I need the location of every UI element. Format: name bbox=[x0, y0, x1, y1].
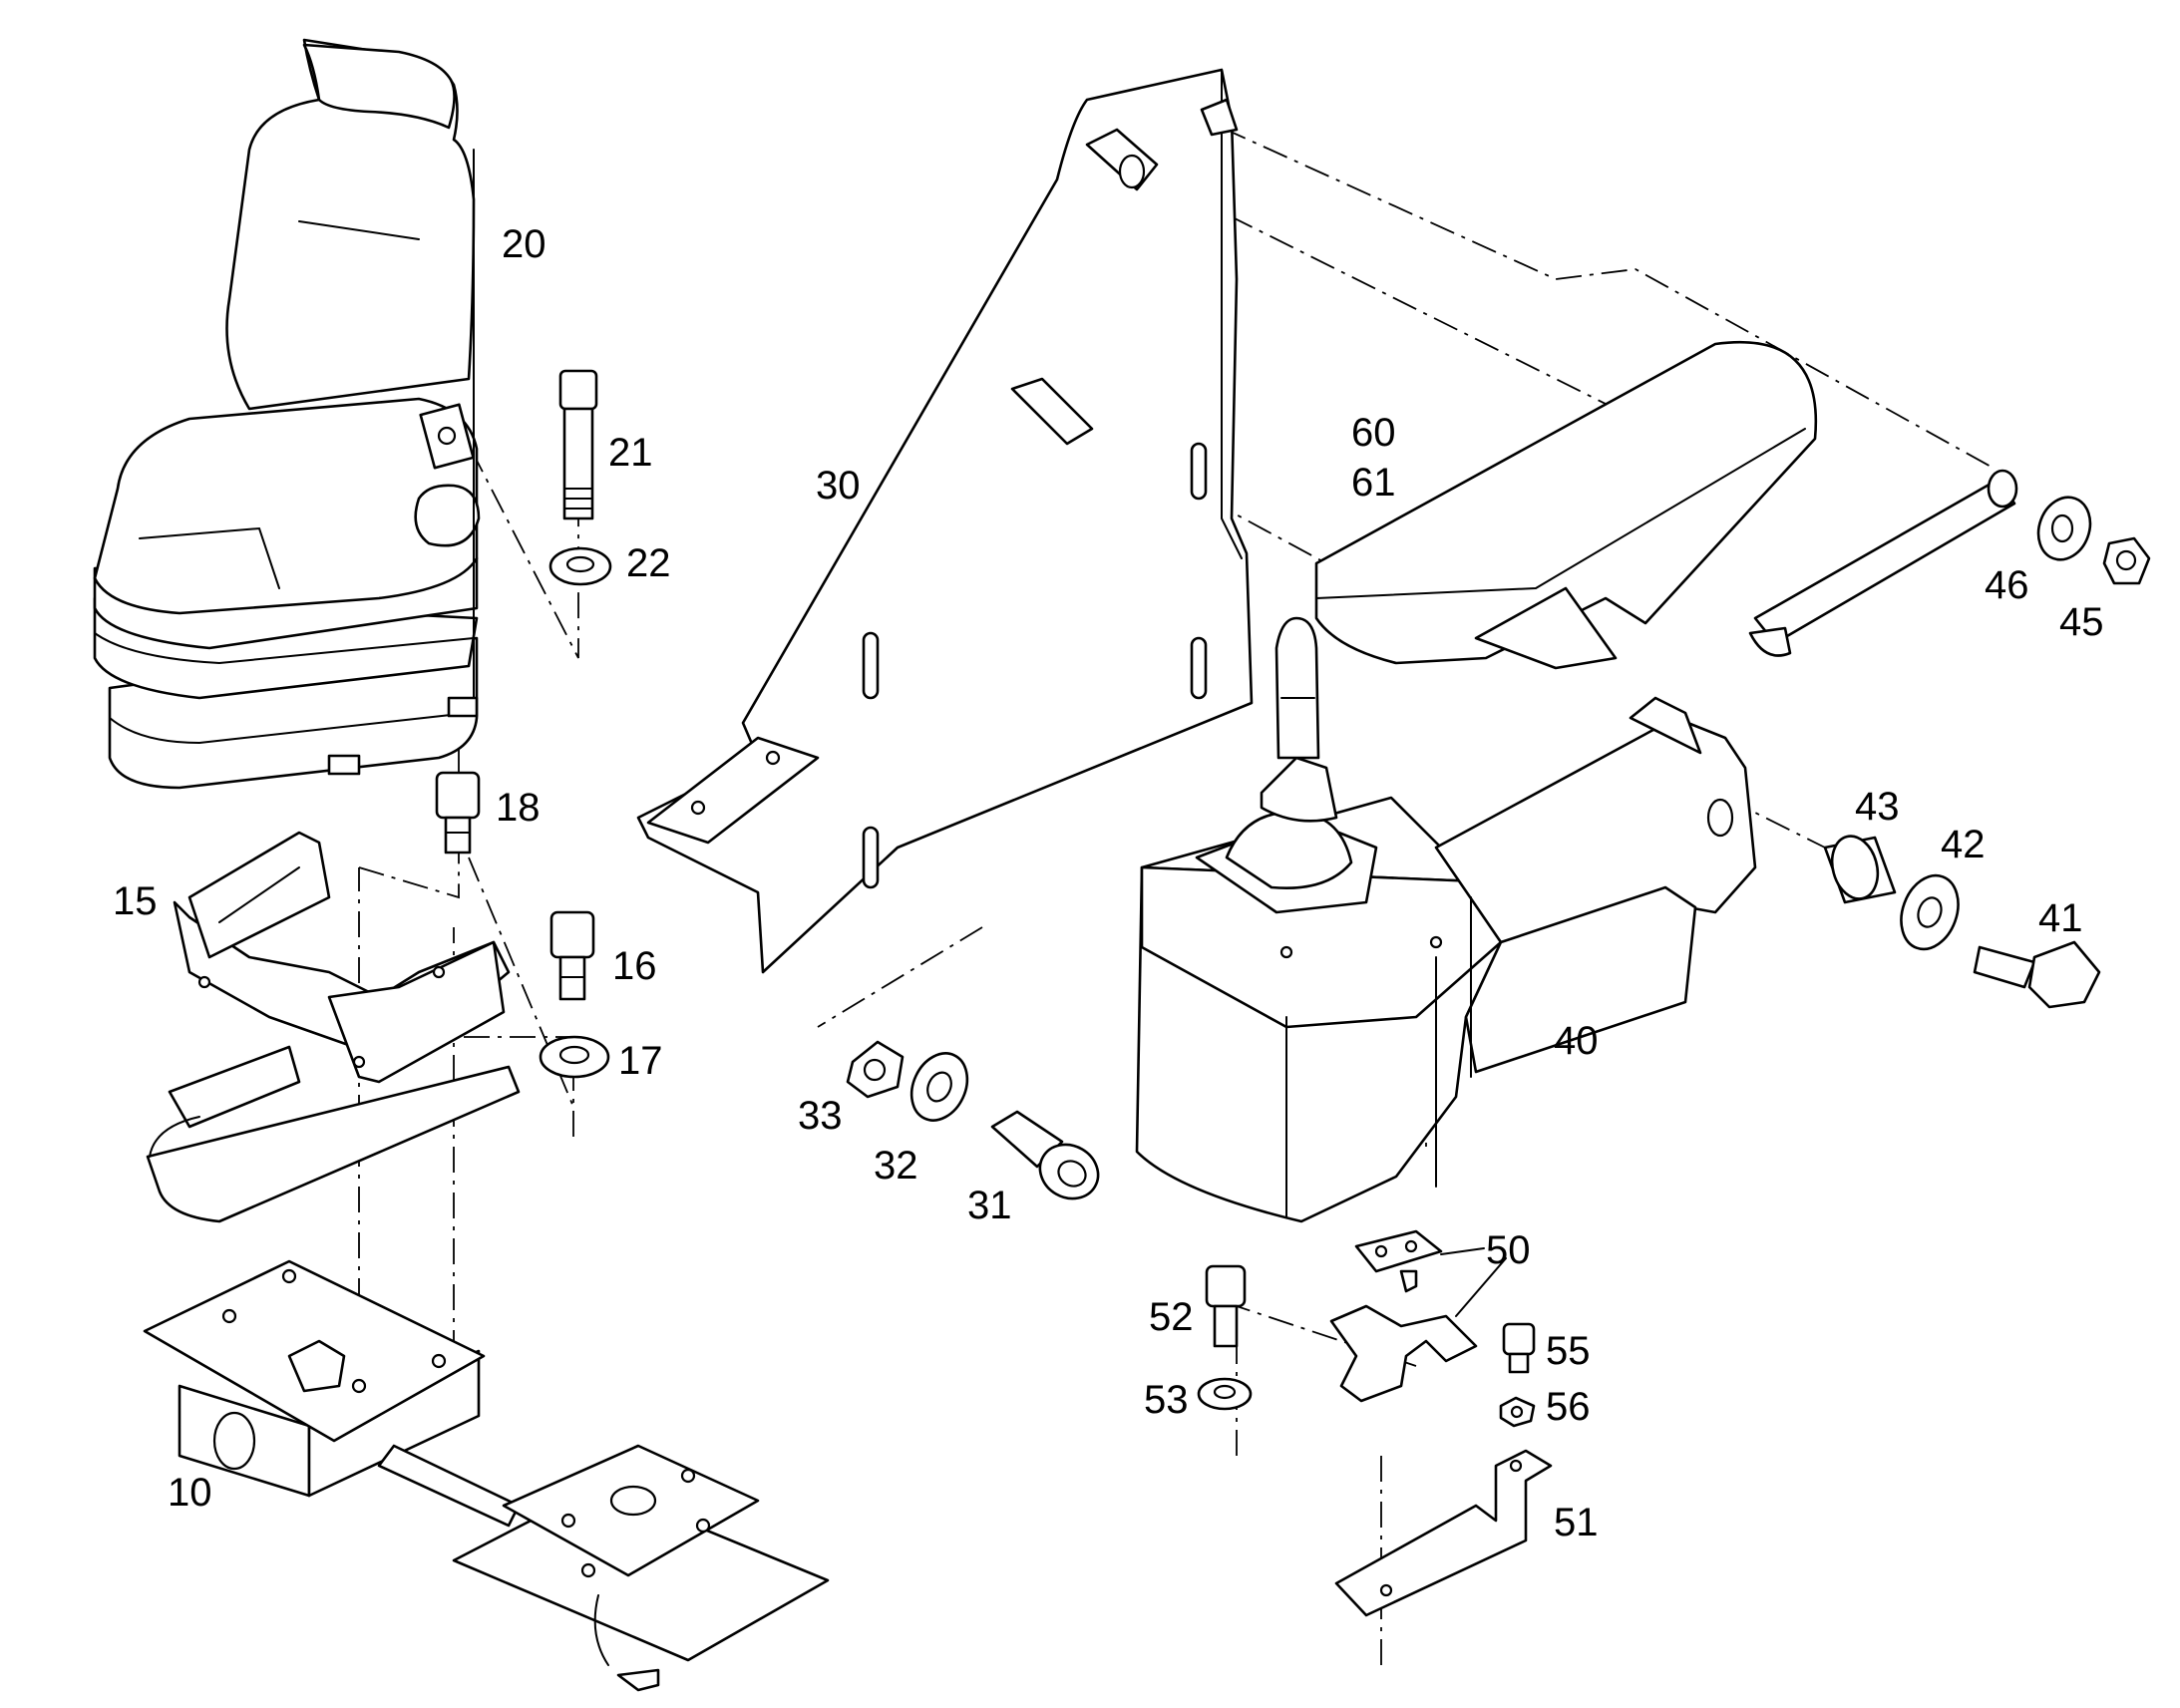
callout-56: 56 bbox=[1546, 1385, 1591, 1429]
callout-31: 31 bbox=[967, 1184, 1012, 1227]
part-42-washer bbox=[1900, 873, 1960, 951]
callout-18: 18 bbox=[496, 786, 541, 830]
part-32-washer bbox=[909, 1052, 969, 1122]
callout-60: 60 bbox=[1351, 411, 1396, 455]
part-52-bolt bbox=[1205, 1264, 1247, 1348]
part-33-nut bbox=[846, 1040, 905, 1099]
callout-33: 33 bbox=[798, 1094, 843, 1138]
callout-42: 42 bbox=[1941, 823, 1986, 866]
part-22-washer bbox=[548, 546, 612, 586]
callout-32: 32 bbox=[874, 1144, 918, 1188]
part-55-bolt bbox=[1502, 1322, 1536, 1374]
part-15-slide-bracket bbox=[146, 831, 521, 1223]
part-18-bolt bbox=[435, 771, 481, 854]
callout-43: 43 bbox=[1855, 785, 1900, 829]
callout-61: 61 bbox=[1351, 461, 1396, 505]
callout-53: 53 bbox=[1144, 1378, 1189, 1422]
part-45-nut bbox=[2102, 536, 2151, 585]
part-50-bracket bbox=[1329, 1229, 1478, 1403]
part-60-61-armrest bbox=[1314, 340, 1818, 670]
part-53-washer bbox=[1197, 1377, 1253, 1411]
part-30-side-panel bbox=[636, 68, 1254, 974]
callout-55: 55 bbox=[1546, 1329, 1591, 1373]
callout-15: 15 bbox=[113, 879, 158, 923]
callout-52: 52 bbox=[1149, 1295, 1194, 1339]
part-46-washer bbox=[2036, 496, 2092, 561]
part-41-bolt bbox=[1973, 940, 2101, 1009]
callout-46: 46 bbox=[1985, 563, 2029, 607]
callout-45: 45 bbox=[2059, 600, 2104, 644]
callout-50-pointers bbox=[1440, 1247, 1507, 1317]
callout-10: 10 bbox=[168, 1471, 212, 1515]
part-43-bushing bbox=[1823, 835, 1897, 904]
callout-50: 50 bbox=[1486, 1228, 1531, 1272]
part-56-nut bbox=[1499, 1396, 1536, 1428]
callout-16: 16 bbox=[612, 944, 657, 988]
part-20-seat bbox=[93, 38, 481, 790]
callout-20: 20 bbox=[502, 222, 546, 266]
part-17-washer bbox=[539, 1035, 610, 1079]
callout-40: 40 bbox=[1554, 1019, 1599, 1063]
part-40-control-box bbox=[1135, 616, 1757, 1223]
callout-21: 21 bbox=[608, 431, 653, 475]
part-16-bolt bbox=[549, 910, 595, 1001]
callout-41: 41 bbox=[2038, 896, 2083, 940]
gas-spring bbox=[1748, 469, 2018, 657]
callout-22: 22 bbox=[626, 541, 671, 585]
callout-labels: 20 21 22 18 15 16 17 10 30 33 32 31 60 6… bbox=[113, 222, 2104, 1544]
callout-51: 51 bbox=[1554, 1501, 1599, 1544]
part-21-bolt bbox=[558, 369, 598, 520]
part-51-plate bbox=[1334, 1449, 1553, 1617]
part-31-bolt bbox=[990, 1110, 1100, 1200]
part-10-base-swivel bbox=[143, 1259, 830, 1692]
callout-17: 17 bbox=[618, 1039, 663, 1083]
callout-30: 30 bbox=[816, 464, 861, 508]
